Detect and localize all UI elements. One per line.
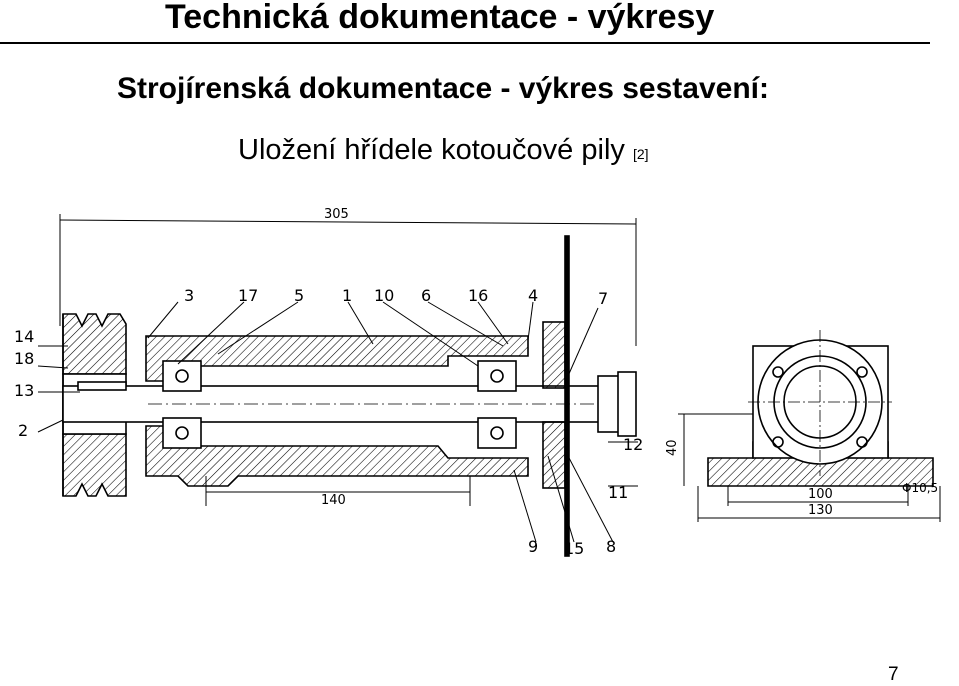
dim-hole-label: Φ10,5 <box>902 481 938 495</box>
dim-housing <box>205 476 471 506</box>
part-2: 2 <box>18 421 28 440</box>
dim-bolt-spacing-label: 100 <box>808 487 833 502</box>
part-9: 9 <box>528 537 538 556</box>
leader-lines <box>37 301 638 543</box>
part-12: 12 <box>623 435 643 454</box>
part-15: 15 <box>564 539 584 558</box>
dim-housing-label: 140 <box>321 493 346 508</box>
title-underline <box>0 42 930 44</box>
part-11: 11 <box>608 483 628 502</box>
part-18: 18 <box>14 349 34 368</box>
citation: [2] <box>632 146 649 162</box>
part-8: 8 <box>606 537 616 556</box>
slide-title: Technická dokumentace - výkresy <box>165 0 715 36</box>
dim-height-label: 40 <box>665 439 680 456</box>
part-4: 4 <box>528 286 538 305</box>
slide-subtitle: Strojírenská dokumentace - výkres sestav… <box>117 72 769 105</box>
part-16: 16 <box>468 286 488 305</box>
part-10: 10 <box>374 286 394 305</box>
dim-overall-label: 305 <box>324 207 349 222</box>
drawing-caption: Uložení hřídele kotoučové pily [2] <box>238 134 649 167</box>
side-view <box>707 330 934 487</box>
assembly-drawing: 305 140 <box>14 207 941 558</box>
part-1: 1 <box>342 286 352 305</box>
side-view-dims <box>678 413 941 522</box>
part-17: 17 <box>238 286 258 305</box>
dim-overall <box>59 214 637 346</box>
bearing-housing <box>145 335 529 487</box>
page-number: 7 <box>888 664 899 685</box>
dim-base-width-label: 130 <box>808 503 833 518</box>
shaft <box>62 381 624 423</box>
part-14: 14 <box>14 327 34 346</box>
caption-text: Uložení hřídele kotoučové pily <box>238 134 625 166</box>
part-7: 7 <box>598 289 608 308</box>
part-numbers: 3 17 5 1 10 6 16 4 7 14 18 13 2 12 11 9 … <box>14 286 643 558</box>
part-13: 13 <box>14 381 34 400</box>
part-3: 3 <box>184 286 194 305</box>
part-6: 6 <box>421 286 431 305</box>
part-5: 5 <box>294 286 304 305</box>
saw-blade-flange <box>542 235 637 557</box>
